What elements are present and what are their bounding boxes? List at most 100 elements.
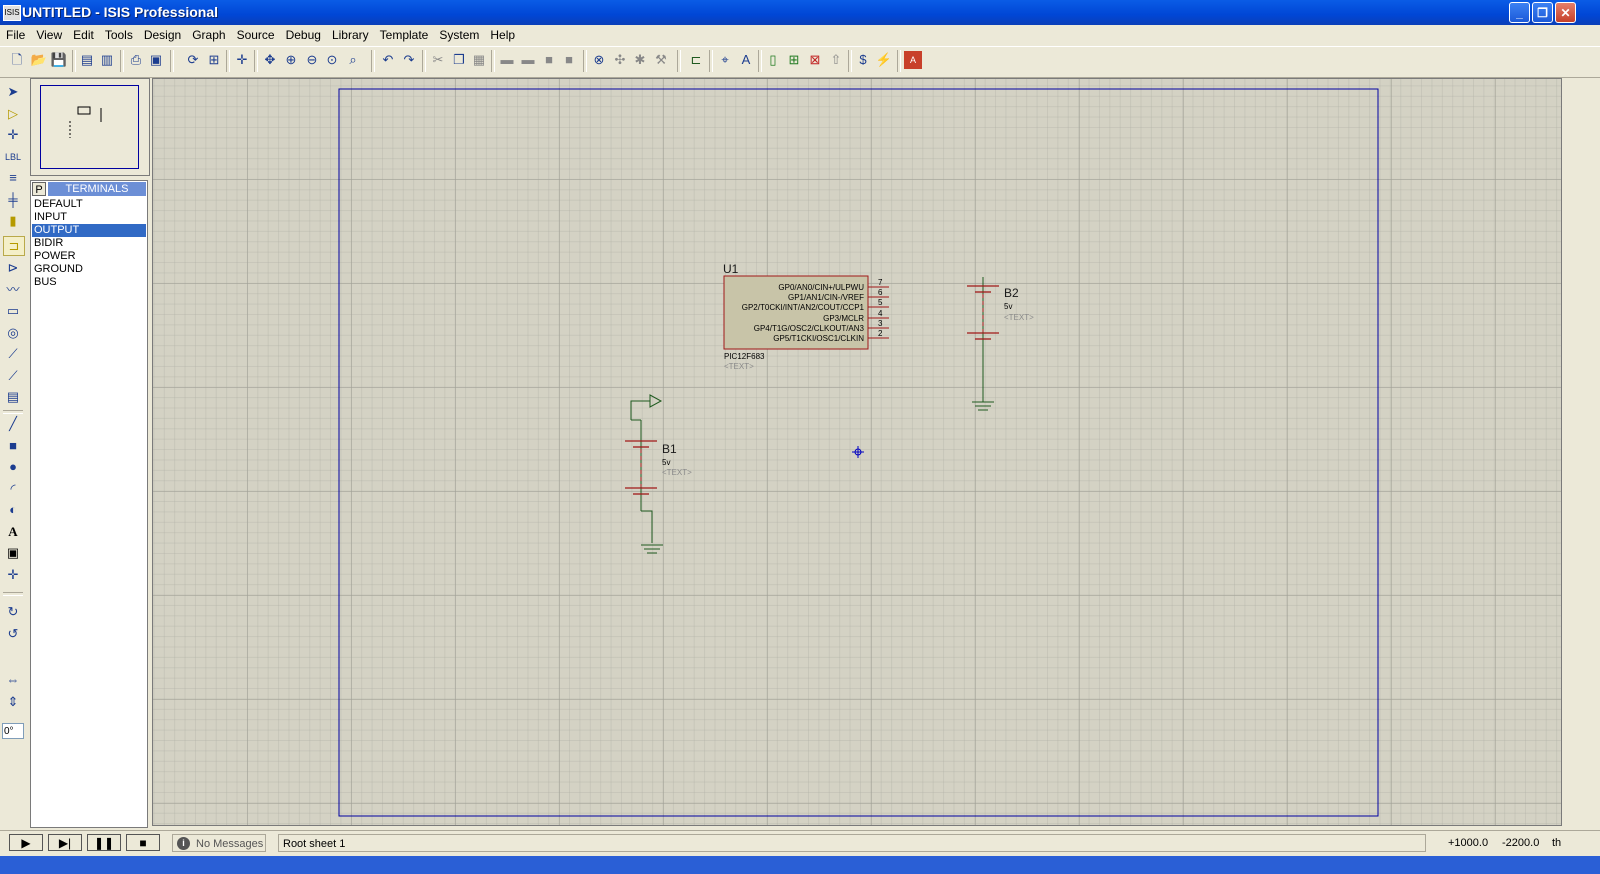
pan-icon[interactable]: ✥ xyxy=(264,52,276,67)
ground-b1[interactable] xyxy=(641,544,663,554)
menu-system[interactable]: System xyxy=(439,28,480,42)
print-area-icon[interactable]: ▣ xyxy=(149,52,163,67)
pause-button[interactable]: ❚❚ xyxy=(87,834,121,851)
terminal-item-bus[interactable]: BUS xyxy=(34,276,57,288)
zoom-area-icon[interactable]: ⌕ xyxy=(349,52,357,67)
paste-icon[interactable]: ▦ xyxy=(472,52,486,67)
pick-devices-button[interactable]: P xyxy=(32,182,46,196)
menu-view[interactable]: View xyxy=(36,28,63,42)
terminal-item-power[interactable]: POWER xyxy=(34,250,76,262)
block-rotate-icon[interactable]: ■ xyxy=(545,52,553,67)
mirror-y-icon[interactable]: ⇕ xyxy=(7,694,19,709)
circle-2d-icon[interactable]: ● xyxy=(9,459,17,474)
zoom-in-icon[interactable]: ⊕ xyxy=(285,52,297,67)
wire-autorouter-icon[interactable]: ⊏ xyxy=(690,52,702,67)
terminal-item-input[interactable]: INPUT xyxy=(34,211,67,223)
tape-recorder-icon[interactable]: ▭ xyxy=(6,303,20,318)
terminal-item-default[interactable]: DEFAULT xyxy=(34,198,83,210)
rotation-angle-input[interactable] xyxy=(2,723,24,739)
make-device-icon[interactable]: ✣ xyxy=(614,52,626,67)
export-section-icon[interactable]: ▥ xyxy=(100,52,114,67)
current-probe-icon[interactable]: ⟋ xyxy=(8,368,18,383)
menu-design[interactable]: Design xyxy=(143,28,182,42)
copy-icon[interactable]: ❐ xyxy=(453,52,465,67)
menu-debug[interactable]: Debug xyxy=(285,28,321,42)
maximize-button[interactable]: ❐ xyxy=(1532,2,1553,23)
component-b2[interactable]: B2 5v <TEXT> xyxy=(967,277,1034,402)
subcircuit-icon[interactable]: ▮ xyxy=(9,213,17,228)
print-icon[interactable]: ⎙ xyxy=(130,52,142,67)
block-copy-icon[interactable]: ▬ xyxy=(500,52,514,67)
box-2d-icon[interactable]: ■ xyxy=(9,438,17,453)
new-sheet-icon[interactable]: ▯ xyxy=(769,52,777,67)
menu-tools[interactable]: Tools xyxy=(104,28,133,42)
graph-icon[interactable]: 〰 xyxy=(6,282,20,297)
open-file-icon[interactable]: 📂 xyxy=(30,52,48,67)
refresh-icon[interactable]: ⟳ xyxy=(187,52,199,67)
terminals-icon[interactable]: ⊐ xyxy=(3,236,25,256)
symbol-2d-icon[interactable]: ▣ xyxy=(6,545,20,560)
selection-mode-icon[interactable]: ➤ xyxy=(7,84,19,99)
minimize-button[interactable]: _ xyxy=(1509,2,1530,23)
property-assignment-icon[interactable]: A xyxy=(741,52,751,67)
wire-label-icon[interactable]: LBL xyxy=(4,152,21,162)
mirror-x-icon[interactable]: ⇔ xyxy=(6,672,20,687)
menu-library[interactable]: Library xyxy=(331,28,369,42)
menu-template[interactable]: Template xyxy=(379,28,429,42)
origin-icon[interactable]: ✛ xyxy=(236,52,248,67)
step-button[interactable]: ▶| xyxy=(48,834,82,851)
add-sheet-icon[interactable]: ⊞ xyxy=(788,52,800,67)
exit-to-parent-icon[interactable]: ⇧ xyxy=(830,52,842,67)
import-section-icon[interactable]: ▤ xyxy=(80,52,94,67)
electrical-rules-check-icon[interactable]: ⚡ xyxy=(875,52,893,67)
zoom-all-icon[interactable]: ⊙ xyxy=(326,52,338,67)
ground-b2[interactable] xyxy=(972,401,994,411)
play-button[interactable]: ▶ xyxy=(9,834,43,851)
terminal-item-bidir[interactable]: BIDIR xyxy=(34,237,64,249)
terminal-item-ground[interactable]: GROUND xyxy=(34,263,83,275)
grid-toggle-icon[interactable]: ⊞ xyxy=(208,52,220,67)
arc-2d-icon[interactable]: ◜ xyxy=(10,481,16,496)
markers-2d-icon[interactable]: ✛ xyxy=(7,567,19,582)
close-button[interactable]: ✕ xyxy=(1555,2,1576,23)
decompose-icon[interactable]: ⚒ xyxy=(655,52,667,67)
search-tag-icon[interactable]: ⌖ xyxy=(721,52,729,67)
device-pins-icon[interactable]: ⊳ xyxy=(7,260,19,275)
component-u1[interactable]: U1 GP0/AN0/CIN+/ULPWU GP1/AN1/CIN-/VREF … xyxy=(723,262,889,371)
voltage-probe-icon[interactable]: ⟋ xyxy=(8,346,18,361)
save-file-icon[interactable]: 💾 xyxy=(50,52,68,67)
junction-dot-icon[interactable]: ✛ xyxy=(7,127,19,142)
menu-source[interactable]: Source xyxy=(236,28,275,42)
app-icon[interactable]: ISIS xyxy=(3,5,21,21)
rotate-anticlockwise-icon[interactable]: ↺ xyxy=(7,626,19,641)
redo-icon[interactable]: ↷ xyxy=(403,52,415,67)
netlist-to-ares-icon[interactable]: A xyxy=(904,51,922,69)
remove-sheet-icon[interactable]: ⊠ xyxy=(809,52,821,67)
block-delete-icon[interactable]: ■ xyxy=(565,52,573,67)
menu-graph[interactable]: Graph xyxy=(192,28,226,42)
rotate-clockwise-icon[interactable]: ↻ xyxy=(7,604,19,619)
stop-button[interactable]: ■ xyxy=(126,834,160,851)
u1-body[interactable] xyxy=(723,275,869,350)
zoom-out-icon[interactable]: ⊖ xyxy=(306,52,318,67)
menu-help[interactable]: Help xyxy=(490,28,516,42)
path-2d-icon[interactable]: ◐ xyxy=(9,502,17,517)
terminal-item-output[interactable]: OUTPUT xyxy=(32,224,146,237)
generator-icon[interactable]: ◎ xyxy=(7,325,19,340)
component-mode-icon[interactable]: ▷ xyxy=(8,106,18,121)
text-2d-icon[interactable]: A xyxy=(8,524,18,539)
output-terminal[interactable] xyxy=(630,394,663,420)
bill-of-materials-icon[interactable]: $ xyxy=(859,52,867,67)
overview-window[interactable] xyxy=(30,78,150,176)
component-b1[interactable]: B1 5v <TEXT> xyxy=(625,419,692,543)
buses-icon[interactable]: ╪ xyxy=(8,192,18,207)
packaging-tool-icon[interactable]: ✱ xyxy=(634,52,646,67)
new-file-icon[interactable]: 🗋 xyxy=(11,52,23,67)
menu-file[interactable]: File xyxy=(6,28,26,42)
line-2d-icon[interactable]: ╱ xyxy=(9,416,17,431)
menu-edit[interactable]: Edit xyxy=(73,28,94,42)
pick-device-icon[interactable]: ⊗ xyxy=(593,52,605,67)
text-script-icon[interactable]: ≡ xyxy=(9,170,17,185)
block-move-icon[interactable]: ▬ xyxy=(521,52,535,67)
